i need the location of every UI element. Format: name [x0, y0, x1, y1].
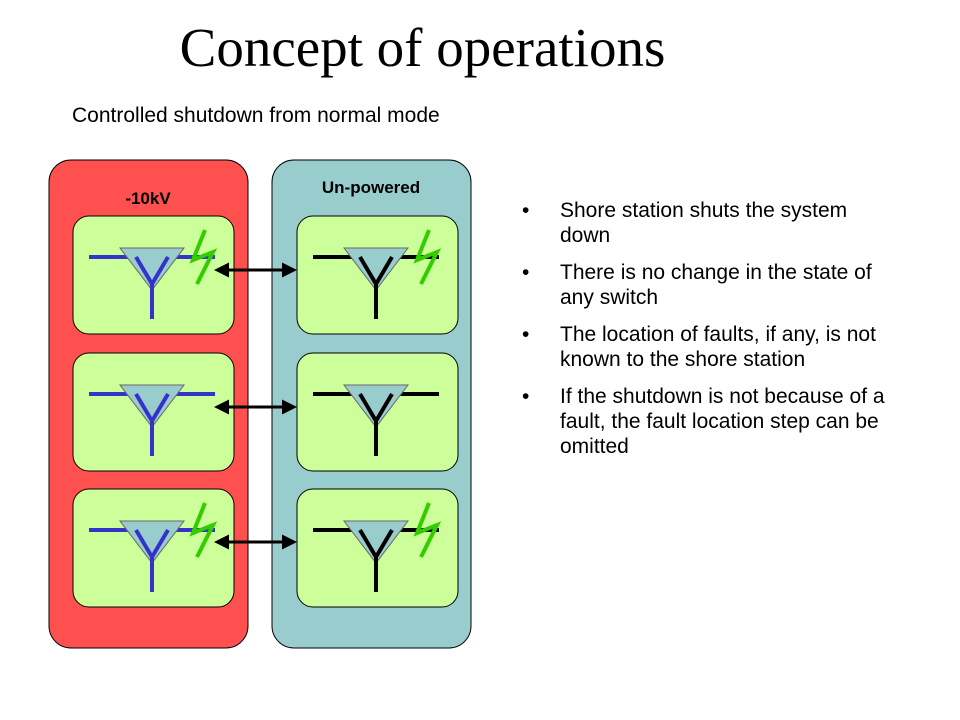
y-switch-icon — [313, 520, 439, 592]
y-switch-icon — [89, 384, 215, 456]
unpowered-column-label: Un-powered — [322, 178, 420, 197]
node-box — [72, 352, 235, 472]
powered-column-label: -10kV — [125, 189, 171, 208]
lightning-bolt-icon — [413, 229, 442, 285]
lightning-bolt-icon — [189, 502, 218, 558]
bullet-list: • Shore station shuts the system down • Th… — [520, 198, 900, 471]
bullet-text: There is no change in the state of any s… — [560, 261, 872, 309]
lightning-bolt-icon — [413, 502, 442, 558]
node-box — [296, 215, 459, 335]
bullet-text: If the shutdown is not because of a faul… — [560, 385, 885, 458]
node-box — [296, 488, 459, 608]
slide-subtitle: Controlled shutdown from normal mode — [72, 104, 440, 127]
node-box — [72, 488, 235, 608]
y-switch-icon — [313, 384, 439, 456]
bullet-dot-icon: • — [522, 385, 530, 408]
bullet-dot-icon: • — [522, 199, 530, 222]
connector-group — [214, 262, 297, 550]
bullet-text: The location of faults, if any, is not k… — [560, 323, 876, 371]
bullet-dot-icon: • — [522, 323, 530, 346]
slide-title: Concept of operations — [179, 17, 666, 78]
node-group — [72, 215, 459, 608]
bullet-dot-icon: • — [522, 261, 530, 284]
lightning-bolt-icon — [189, 229, 218, 285]
bullet-item: • There is no change in the state of any … — [520, 260, 900, 310]
node-box — [296, 352, 459, 472]
bullet-text: Shore station shuts the system down — [560, 199, 848, 247]
bullet-item: • If the shutdown is not because of a fau… — [520, 384, 900, 459]
bullet-item: • Shore station shuts the system down — [520, 198, 900, 248]
bullet-item: • The location of faults, if any, is not … — [520, 322, 900, 372]
node-box — [72, 215, 235, 335]
